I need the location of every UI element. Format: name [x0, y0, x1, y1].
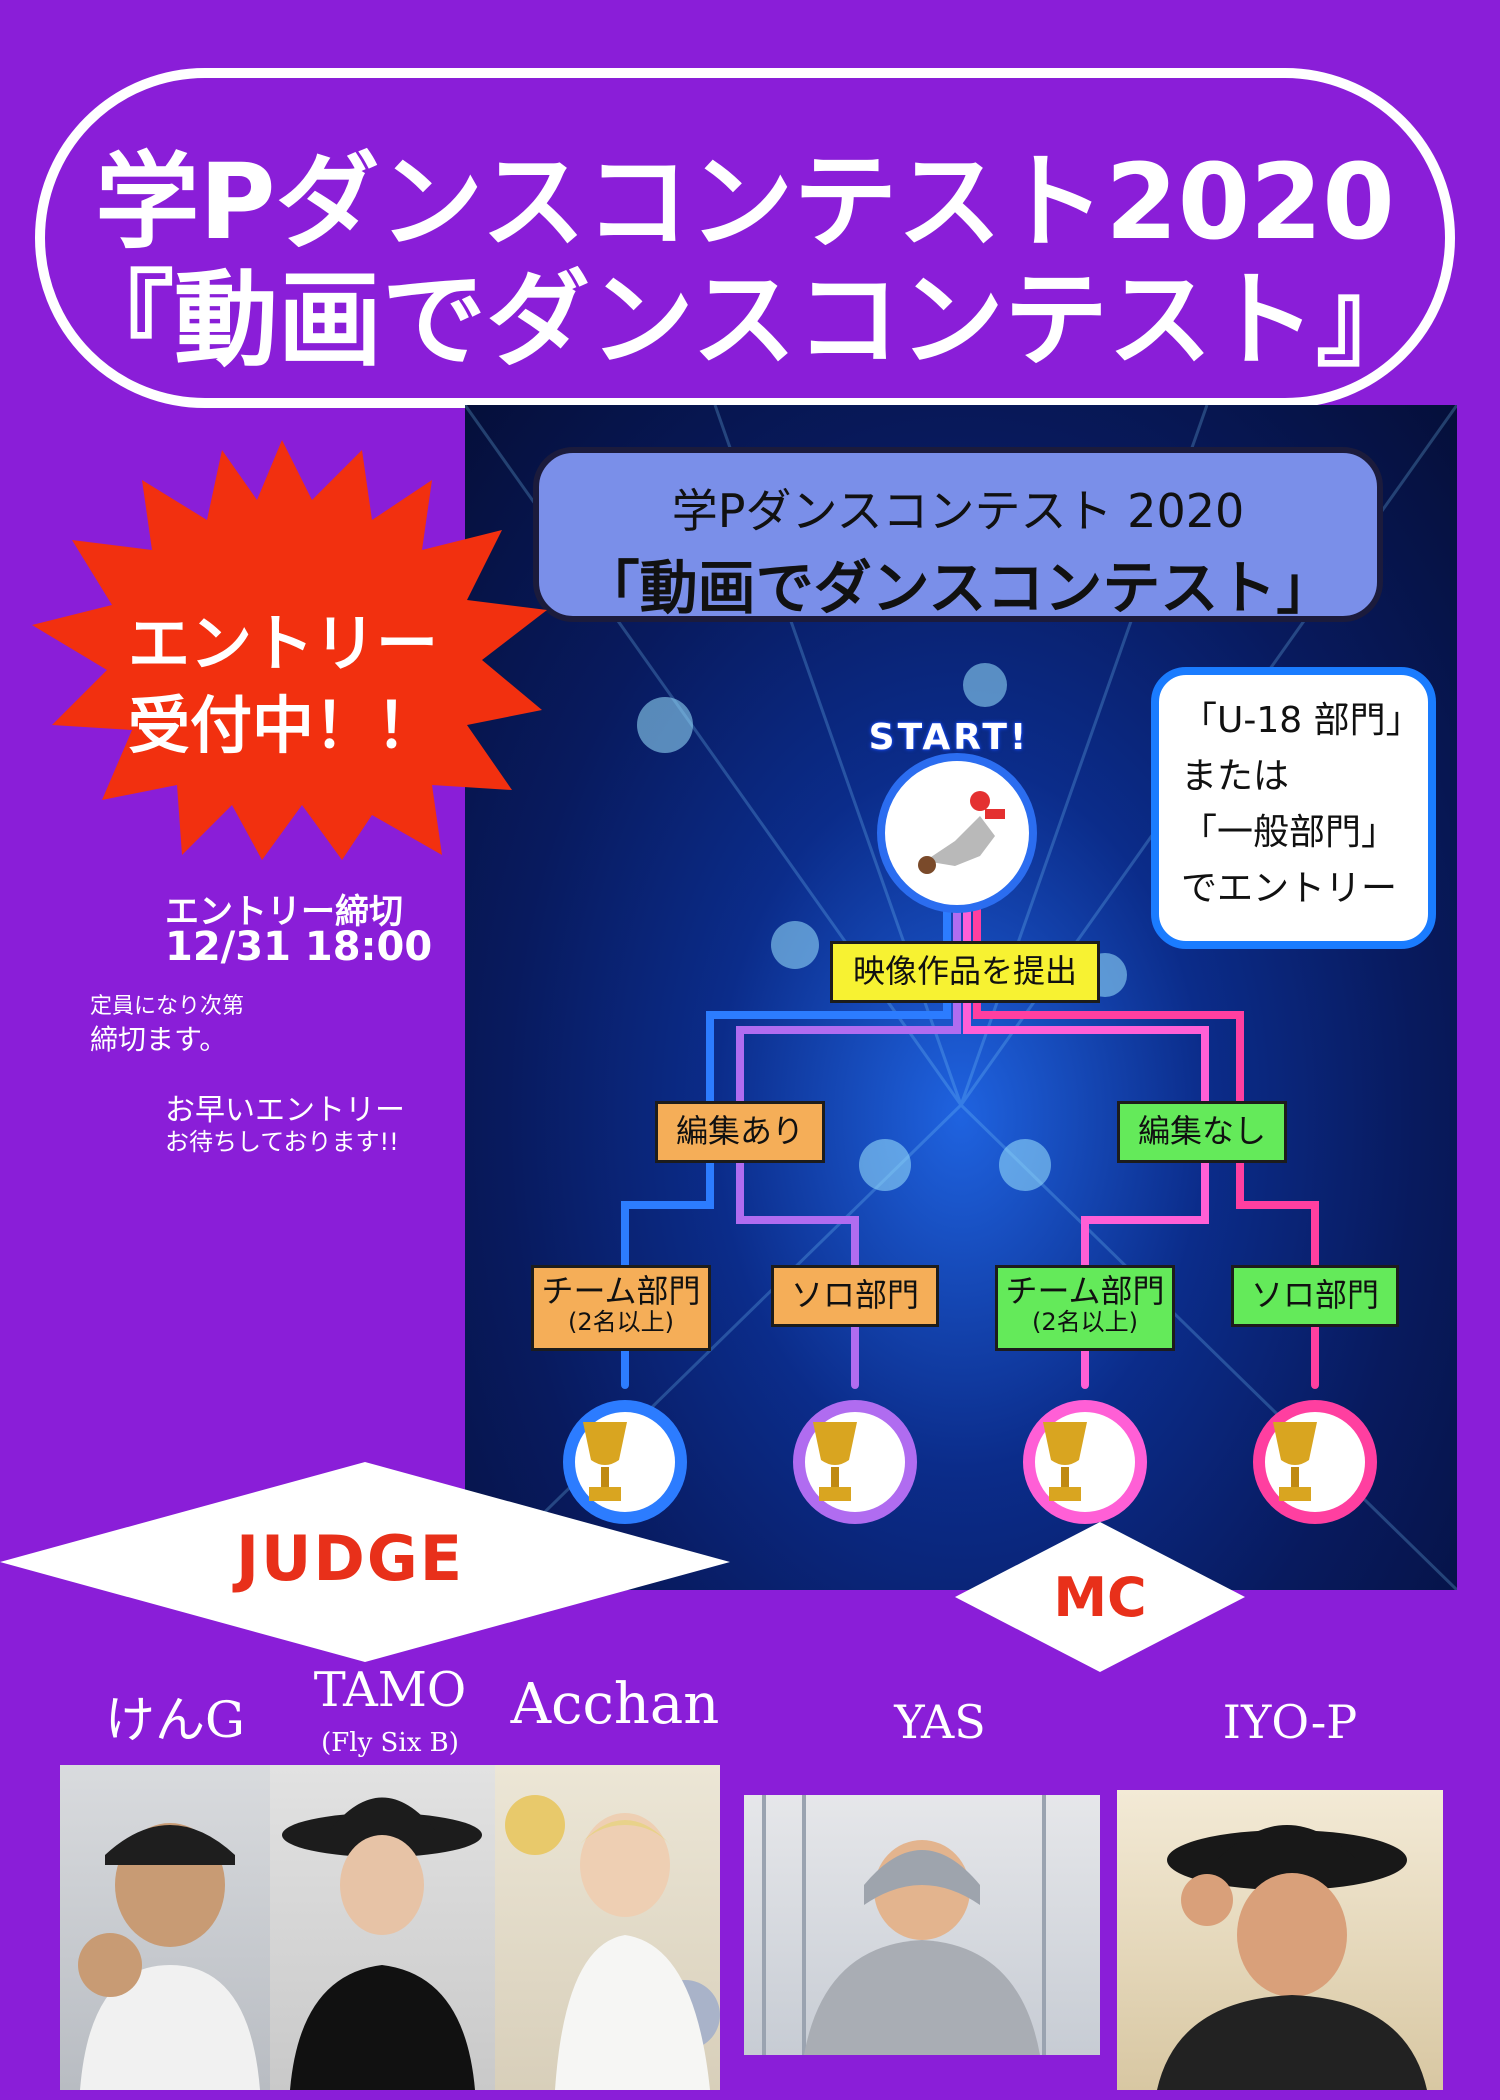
- team-note: (2名以上): [1032, 1308, 1138, 1337]
- judge-photo-2: [270, 1765, 495, 2090]
- trophy-circle: [793, 1400, 917, 1524]
- judge-photo-1: [60, 1765, 270, 2090]
- submit-video-box: 映像作品を提出: [830, 941, 1100, 1003]
- judge-name-2: TAMO: [313, 1662, 467, 1718]
- trophy-circle: [1253, 1400, 1377, 1524]
- mc-label: MC: [1053, 1566, 1147, 1629]
- start-label: START!: [868, 717, 1030, 758]
- entry-open-burst: [32, 440, 547, 860]
- entry-open-line-2: 受付中！！: [127, 689, 438, 762]
- panel-title-line-2: 「動画でダンスコンテスト」: [581, 554, 1335, 622]
- contest-flow-graphic: 学Pダンスコンテスト 2020 「動画でダンスコンテスト」 START! 「U-…: [465, 405, 1457, 1590]
- trophy-icon: [583, 1422, 627, 1501]
- panel-title-bubble: 学Pダンスコンテスト 2020 「動画でダンスコンテスト」: [533, 447, 1383, 622]
- title-line-2: 『動画でダンスコンテスト』: [70, 259, 1420, 381]
- trophy-icon: [1043, 1422, 1087, 1501]
- team-division-unedited: チーム部門 (2名以上): [995, 1265, 1175, 1351]
- deadline-date: 12/31 18:00: [165, 924, 433, 970]
- unedited-box: 編集なし: [1117, 1101, 1287, 1163]
- solo-division-edited: ソロ部門: [771, 1265, 939, 1327]
- trophy-circle: [563, 1400, 687, 1524]
- trophy-icon: [813, 1422, 857, 1501]
- trophy-circle: [1023, 1400, 1147, 1524]
- early-entry-note-1: お早いエントリー: [165, 1093, 405, 1128]
- capacity-note-2: 締切ます。: [90, 1023, 228, 1056]
- entry-bubble-line-4: でエントリー: [1181, 868, 1398, 909]
- panel-title-line-1: 学Pダンスコンテスト 2020: [671, 484, 1245, 538]
- team-division-edited: チーム部門 (2名以上): [531, 1265, 711, 1351]
- entry-division-bubble: 「U-18 部門」 または 「一般部門」 でエントリー: [1151, 667, 1436, 949]
- entry-open-line-1: エントリー: [127, 607, 438, 680]
- mc-photo-2: [1117, 1790, 1443, 2090]
- mc-diamond: [955, 1522, 1245, 1672]
- mc-photo-1: [744, 1795, 1100, 2055]
- entry-bubble-line-2: または: [1181, 756, 1290, 797]
- judge-name-2-affiliation: (Fly Six B): [321, 1728, 459, 1758]
- entry-open-text: エントリー 受付中！！: [78, 603, 488, 767]
- start-dancer-circle: [877, 753, 1037, 913]
- judge-name-3: Acchan: [510, 1672, 720, 1737]
- deadline-label: エントリー締切: [165, 892, 403, 932]
- mc-name-1: YAS: [894, 1695, 986, 1749]
- judge-label: JUDGE: [235, 1522, 465, 1595]
- mc-name-2: IYO-P: [1222, 1695, 1358, 1749]
- judge-name-1: けんG: [105, 1691, 245, 1749]
- entry-bubble-line-1: 「U-18 部門」: [1181, 700, 1422, 741]
- capacity-note-1: 定員になり次第: [90, 994, 245, 1019]
- trophy-icon: [1273, 1422, 1317, 1501]
- judge-photo-3: [495, 1765, 720, 2090]
- team-label: チーム部門: [1005, 1272, 1165, 1310]
- solo-division-unedited: ソロ部門: [1231, 1265, 1399, 1327]
- team-note: (2名以上): [568, 1308, 674, 1337]
- edited-box: 編集あり: [655, 1101, 825, 1163]
- entry-bubble-line-3: 「一般部門」: [1181, 812, 1398, 853]
- title-line-1: 学Pダンスコンテスト2020: [95, 141, 1395, 263]
- breakdancer-icon: [918, 791, 1005, 874]
- title-banner: 学Pダンスコンテスト2020 『動画でダンスコンテスト』: [35, 68, 1455, 408]
- team-label: チーム部門: [541, 1272, 701, 1310]
- early-entry-note-2: お待ちしております!!: [165, 1128, 399, 1156]
- judge-diamond: [0, 1462, 730, 1662]
